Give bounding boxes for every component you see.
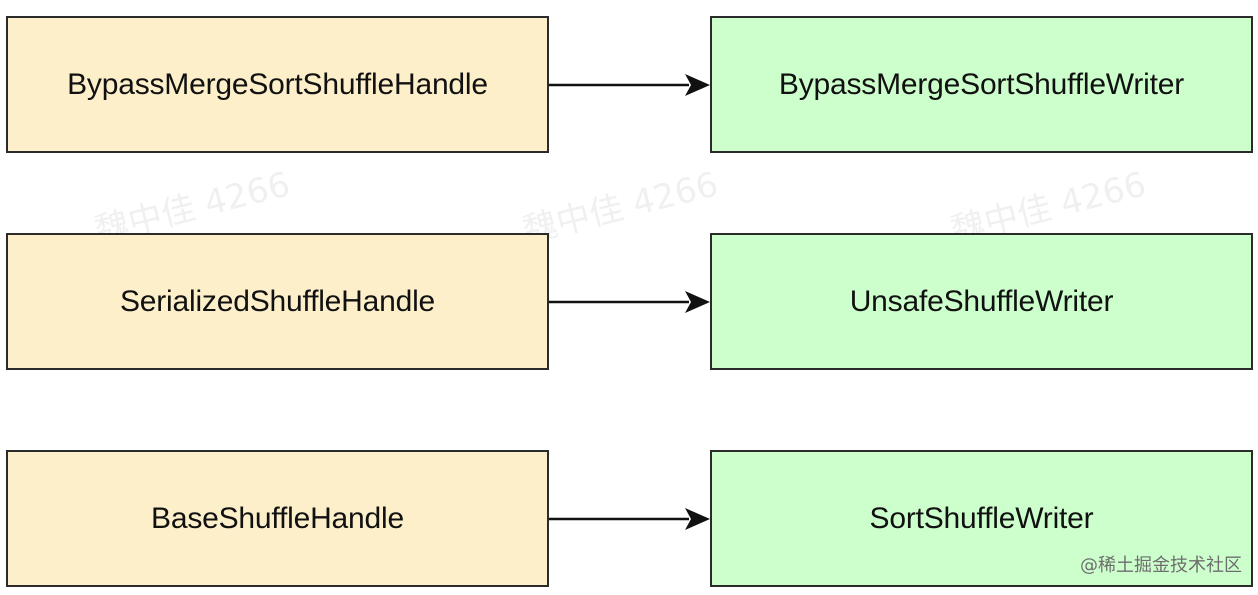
handle-box-bypass-merge-sort: BypassMergeSortShuffleHandle — [6, 16, 549, 153]
site-watermark: @稀土掘金技术社区 — [1080, 555, 1242, 576]
arrow-connector — [549, 74, 710, 96]
arrow-connector — [549, 291, 710, 313]
handle-label: BaseShuffleHandle — [151, 501, 404, 535]
handle-label: BypassMergeSortShuffleHandle — [67, 67, 488, 101]
writer-label: UnsafeShuffleWriter — [849, 284, 1114, 318]
writer-box-sort: SortShuffleWriter — [710, 450, 1253, 587]
handle-label: SerializedShuffleHandle — [119, 284, 436, 318]
writer-box-unsafe: UnsafeShuffleWriter — [710, 233, 1253, 370]
handle-box-serialized: SerializedShuffleHandle — [6, 233, 549, 370]
handle-box-base: BaseShuffleHandle — [6, 450, 549, 587]
arrow-connector — [549, 508, 710, 530]
writer-box-bypass-merge-sort: BypassMergeSortShuffleWriter — [710, 16, 1253, 153]
writer-label: SortShuffleWriter — [869, 501, 1094, 535]
writer-label: BypassMergeSortShuffleWriter — [778, 67, 1185, 101]
